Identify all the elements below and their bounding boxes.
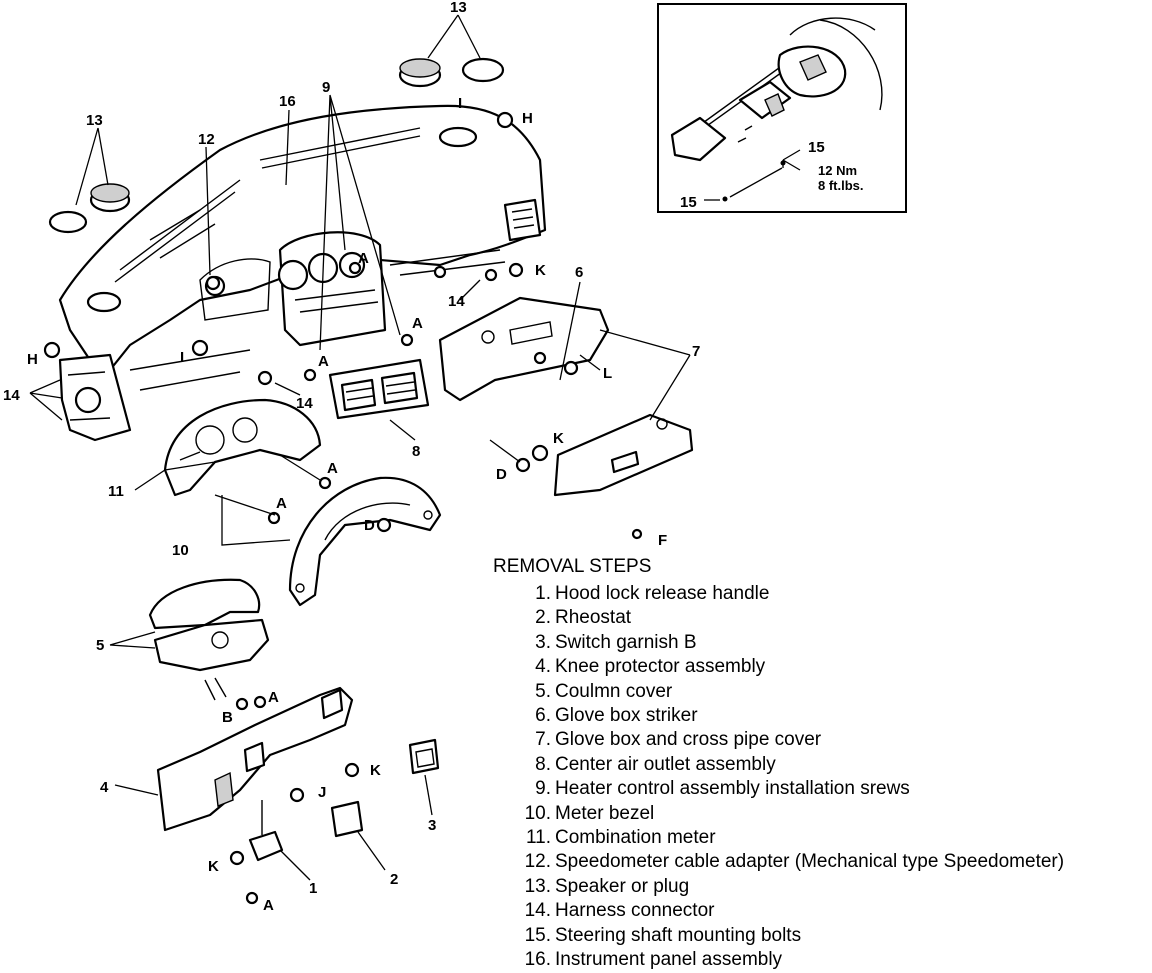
- callout-16: 16: [279, 93, 296, 110]
- letter-D-2: D: [364, 517, 375, 534]
- step-item: 14.Harness connector: [524, 900, 715, 922]
- step-item: 13.Speaker or plug: [524, 875, 690, 897]
- callout-13-left: 13: [86, 112, 103, 129]
- column-cover: [148, 578, 270, 701]
- meter-bezel: [288, 476, 442, 607]
- callout-13-top: 13: [450, 0, 467, 16]
- step-item: 9.Heater control assembly installation s…: [535, 778, 910, 800]
- callout-7: 7: [692, 343, 700, 360]
- callout-14-left: 14: [3, 387, 20, 404]
- knee-protector: [156, 686, 354, 832]
- steering-column-inset: [657, 3, 907, 213]
- step-item: 4.Knee protector assembly: [535, 656, 766, 678]
- step-item: 7.Glove box and cross pipe cover: [535, 729, 822, 751]
- combination-meter: [163, 398, 322, 497]
- letter-A-5: A: [276, 495, 287, 512]
- step-item: 12.Speedometer cable adapter (Mechanical…: [524, 851, 1065, 873]
- step-item: 8.Center air outlet assembly: [535, 753, 776, 775]
- callout-12: 12: [198, 131, 215, 148]
- center-air-outlet: [328, 358, 430, 420]
- torque-ftlbs: 8 ft.lbs.: [818, 178, 864, 193]
- callout-15-upper: 15: [808, 139, 825, 156]
- fasteners: [43, 111, 643, 905]
- callout-8: 8: [412, 443, 420, 460]
- callout-9: 9: [322, 79, 330, 96]
- letter-F: F: [658, 532, 667, 549]
- letter-A-6: A: [268, 689, 279, 706]
- letter-K-4: K: [208, 858, 219, 875]
- callout-5: 5: [96, 637, 104, 654]
- step-item: 3.Switch garnish B: [535, 631, 697, 653]
- step-item: 11.Combination meter: [525, 827, 716, 849]
- switch-garnish: [408, 738, 440, 775]
- callout-3: 3: [428, 817, 436, 834]
- letter-I-left: I: [180, 349, 184, 366]
- letter-A-3: A: [318, 353, 329, 370]
- step-item: 6.Glove box striker: [535, 705, 698, 727]
- rheostat: [330, 800, 364, 838]
- glove-box-cover: [438, 296, 610, 402]
- removal-steps-title: REMOVAL STEPS: [493, 556, 652, 577]
- glove-box: [553, 413, 694, 497]
- removal-steps: REMOVAL STEPS 1.Hood lock release handle…: [493, 556, 1148, 973]
- callout-14-center: 14: [296, 395, 313, 412]
- removal-steps-list: 1.Hood lock release handle 2.Rheostat 3.…: [493, 582, 1148, 973]
- callout-6: 6: [575, 264, 583, 281]
- letter-L: L: [603, 365, 612, 382]
- letter-K-1: K: [535, 262, 546, 279]
- letter-A-2: A: [412, 315, 423, 332]
- letter-A-4: A: [327, 460, 338, 477]
- step-item: 5.Coulmn cover: [535, 680, 673, 702]
- letter-I-top: I: [458, 95, 462, 112]
- callout-14-right: 14: [448, 293, 465, 310]
- letter-B: B: [222, 709, 233, 726]
- letter-K-3: K: [370, 762, 381, 779]
- step-item: 10.Meter bezel: [524, 802, 655, 824]
- step-item: 15.Steering shaft mounting bolts: [524, 924, 802, 946]
- letter-K-2: K: [553, 430, 564, 447]
- letter-A-1: A: [358, 250, 369, 267]
- callout-11: 11: [108, 483, 124, 500]
- leader-lines: [29, 14, 691, 881]
- callout-4: 4: [100, 779, 109, 796]
- step-item: 2.Rheostat: [535, 607, 632, 629]
- letter-A-7: A: [263, 897, 274, 914]
- callout-15-lower: 15: [680, 194, 697, 211]
- callout-1: 1: [309, 880, 317, 897]
- callout-10: 10: [172, 542, 189, 559]
- hood-lock-handle: [248, 800, 284, 862]
- torque-nm: 12 Nm: [818, 163, 857, 178]
- instrument-panel-assembly: [58, 104, 547, 442]
- step-item: 1.Hood lock release handle: [535, 583, 770, 604]
- letter-D-1: D: [496, 466, 507, 483]
- letter-H-top: H: [522, 110, 533, 127]
- speaker-plugs: [48, 57, 505, 234]
- callout-2: 2: [390, 871, 398, 888]
- letter-J: J: [318, 784, 326, 801]
- step-item: 16.Instrument panel assembly: [524, 949, 783, 971]
- callout-labels: 13 13 12 16 9 14 14 14 6 7 8 11 10 5 4 3…: [3, 0, 864, 914]
- letter-H-left: H: [27, 351, 38, 368]
